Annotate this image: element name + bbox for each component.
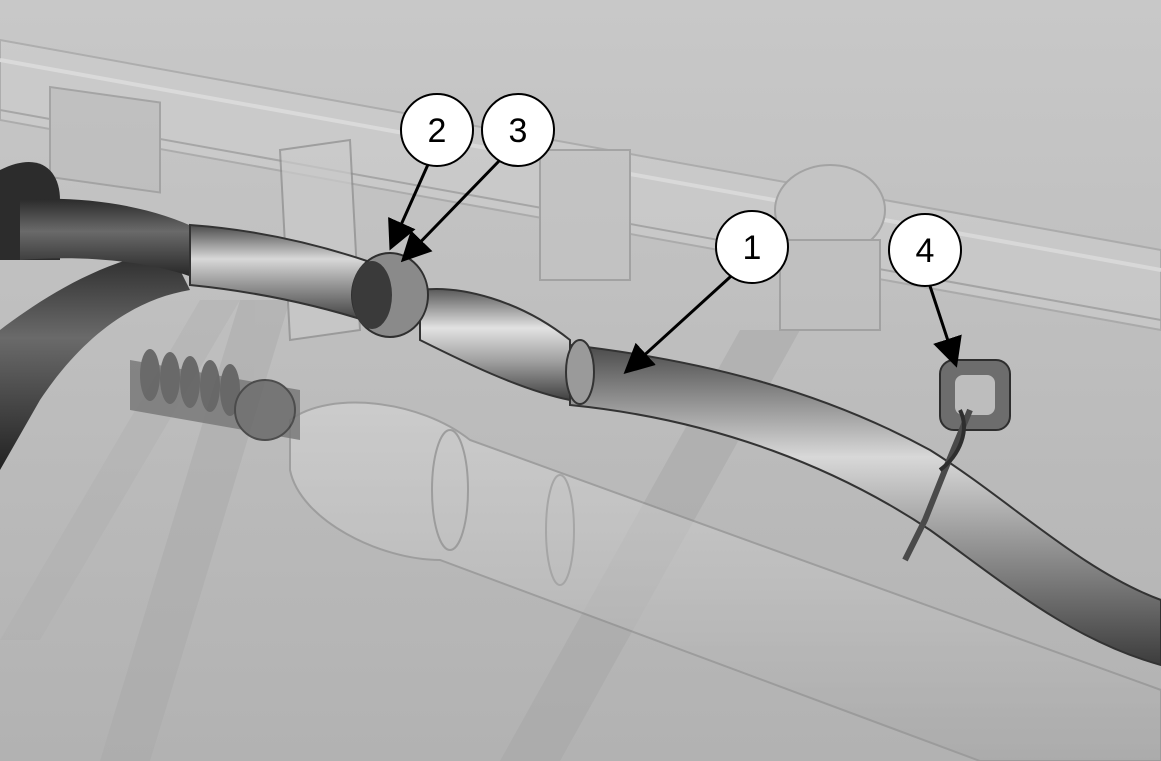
callout-label-3: 3	[509, 112, 528, 150]
frame-rail-ghost	[0, 38, 1161, 332]
drive-shaft	[130, 349, 300, 441]
callout-1: 1	[715, 210, 789, 284]
callout-label-4: 4	[916, 232, 935, 270]
exhaust-pipe	[189, 223, 1161, 667]
leader-lines	[388, 158, 962, 375]
callout-label-2: 2	[428, 112, 447, 150]
hanger-insulator	[902, 359, 1011, 562]
leader-line-3	[400, 158, 502, 263]
leader-line-1	[623, 266, 742, 375]
callout-3: 3	[481, 93, 555, 167]
callout-label-1: 1	[743, 229, 762, 267]
muffler-ghost	[289, 401, 1161, 761]
callout-2: 2	[400, 93, 474, 167]
leader-line-4	[926, 279, 962, 368]
branch-pipe-left	[0, 161, 200, 470]
leader-line-2	[388, 159, 432, 251]
callout-4: 4	[888, 213, 962, 287]
